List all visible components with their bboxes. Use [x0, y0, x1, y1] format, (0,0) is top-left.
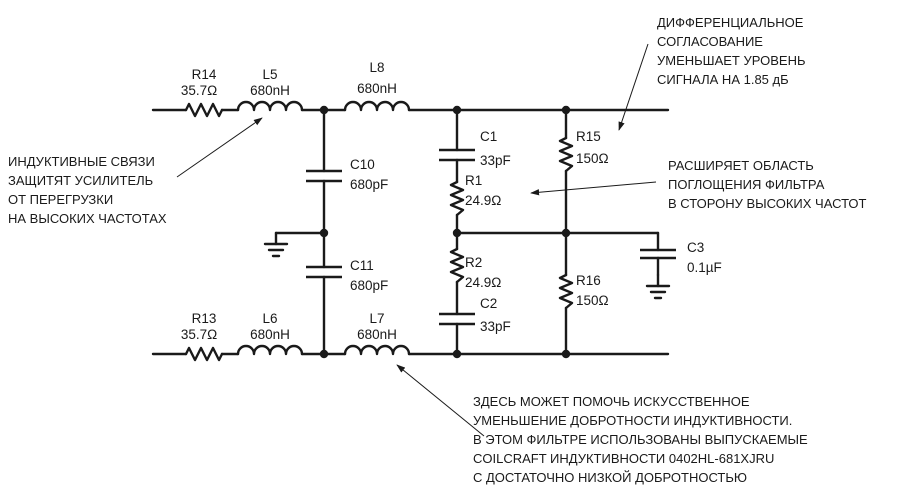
junction-dots [319, 105, 571, 359]
note-bottom-line: С ДОСТАТОЧНО НИЗКОЙ ДОБРОТНОСТЬЮ [473, 470, 747, 485]
c2-value: 33pF [480, 319, 511, 334]
note-top-right-line: СИГНАЛА НА 1.85 дБ [657, 72, 789, 87]
inductor-l8 [343, 100, 411, 112]
resistor-r16 [558, 273, 574, 310]
note-left-line: ИНДУКТИВНЫЕ СВЯЗИ [8, 154, 155, 169]
capacitor-c11 [306, 265, 342, 279]
arrow-left-note [176, 117, 263, 178]
r13-value: 35.7Ω [181, 327, 217, 342]
note-top-right-line: УМЕНЬШАЕТ УРОВЕНЬ [657, 53, 806, 68]
inductor-l7 [343, 344, 411, 356]
r2-value: 24.9Ω [465, 275, 501, 290]
c10-c11-branch [274, 108, 326, 356]
note-left-line: НА ВЫСОКИХ ЧАСТОТАХ [8, 211, 167, 226]
note-top-right: ДИФФЕРЕНЦИАЛЬНОЕ СОГЛАСОВАНИЕ УМЕНЬШАЕТ … [657, 15, 806, 87]
c11-value: 680pF [350, 278, 388, 293]
arrow-bottom-note [396, 364, 485, 437]
resistor-r1 [449, 180, 465, 217]
capacitor-c10 [306, 169, 342, 183]
note-top-right-line: СОГЛАСОВАНИЕ [657, 34, 763, 49]
r15-r16-branch [455, 108, 660, 356]
note-top-right-line: ДИФФЕРЕНЦИАЛЬНОЕ [657, 15, 804, 30]
capacitor-c3 [640, 248, 676, 260]
arrow-middle-right-note [530, 181, 657, 196]
note-bottom-line: ЗДЕСЬ МОЖЕТ ПОМОЧЬ ИСКУССТВЕННОЕ [473, 394, 750, 409]
ground-symbol-right [645, 273, 671, 300]
c3-ref: C3 [687, 240, 704, 255]
l5-ref: L5 [262, 67, 277, 82]
l6-ref: L6 [262, 311, 277, 326]
capacitor-c1 [439, 148, 475, 162]
l8-ref: L8 [369, 60, 384, 75]
note-left: ИНДУКТИВНЫЕ СВЯЗИ ЗАЩИТЯТ УСИЛИТЕЛЬ ОТ П… [8, 154, 167, 226]
r14-value: 35.7Ω [181, 83, 217, 98]
note-left-line: ЗАЩИТЯТ УСИЛИТЕЛЬ [8, 173, 153, 188]
note-middle-right-line: В СТОРОНУ ВЫСОКИХ ЧАСТОТ [668, 196, 867, 211]
r16-ref: R16 [576, 273, 601, 288]
resistor-r15 [558, 136, 574, 173]
r2-ref: R2 [465, 255, 482, 270]
c10-ref: C10 [350, 157, 375, 172]
note-bottom-line: COILCRAFT ИНДУКТИВНОСТИ 0402HL-681XJRU [473, 451, 774, 466]
note-bottom-line: В ЭТОМ ФИЛЬТРЕ ИСПОЛЬЗОВАНЫ ВЫПУСКАЕМЫЕ [473, 432, 808, 447]
c11-ref: C11 [350, 258, 374, 273]
capacitor-c2 [439, 312, 475, 326]
note-middle-right-line: РАСШИРЯЕТ ОБЛАСТЬ [668, 158, 814, 173]
c3-value: 0.1µF [687, 260, 722, 275]
note-bottom-line: УМЕНЬШЕНИЕ ДОБРОТНОСТИ ИНДУКТИВНОСТИ. [473, 413, 792, 428]
r15-ref: R15 [576, 129, 601, 144]
c1-ref: C1 [480, 129, 497, 144]
inductor-l5 [236, 100, 304, 112]
note-left-line: ОТ ПЕРЕГРУЗКИ [8, 192, 113, 207]
c2-ref: C2 [480, 296, 497, 311]
c10-value: 680pF [350, 177, 388, 192]
r16-value: 150Ω [576, 293, 609, 308]
inductor-l6 [236, 344, 304, 356]
ground-symbol-left [263, 231, 289, 258]
l5-value: 680nH [250, 83, 290, 98]
resistor-r13 [184, 346, 224, 362]
r1-ref: R1 [465, 173, 482, 188]
l7-value: 680nH [357, 327, 397, 342]
r1-value: 24.9Ω [465, 193, 501, 208]
l8-value: 680nH [357, 81, 397, 96]
resistor-r14 [184, 102, 224, 118]
l7-ref: L7 [369, 311, 384, 326]
l6-value: 680nH [250, 327, 290, 342]
r15-value: 150Ω [576, 151, 609, 166]
resistor-r2 [449, 247, 465, 284]
note-middle-right-line: ПОГЛОЩЕНИЯ ФИЛЬТРА [668, 177, 825, 192]
c1-value: 33pF [480, 153, 511, 168]
note-bottom: ЗДЕСЬ МОЖЕТ ПОМОЧЬ ИСКУССТВЕННОЕ УМЕНЬШЕ… [473, 394, 808, 485]
r14-ref: R14 [192, 67, 217, 82]
note-middle-right: РАСШИРЯЕТ ОБЛАСТЬ ПОГЛОЩЕНИЯ ФИЛЬТРА В С… [668, 158, 867, 211]
arrow-top-right-note [618, 43, 649, 131]
r13-ref: R13 [192, 311, 217, 326]
